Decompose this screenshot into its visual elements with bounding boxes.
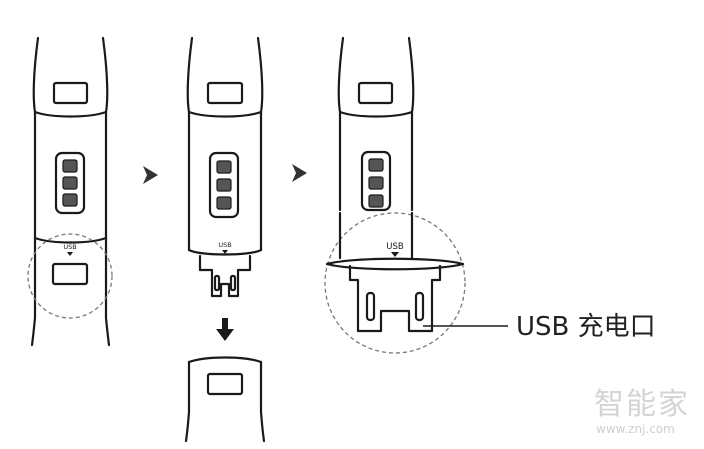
band-2-usb-tag: USB [218,241,231,249]
band-2-usb-connector [198,254,252,298]
band-3-button-mid [368,176,384,190]
watermark-url: www.znj.com [596,422,675,436]
band-3-body [338,110,414,212]
right-arrow-icon [292,164,307,182]
band-3-button-top [368,158,384,172]
zoom-usb-marker-icon [391,252,399,257]
band-1-body [33,110,108,240]
band-2-button-frame [208,151,240,219]
band-1-lower-strap-left [30,236,37,347]
detached-strap [184,356,266,443]
band-3-buttons [368,158,384,208]
zoom-circle [324,212,466,354]
band-2-core-bottom [187,248,263,256]
band-3-strap-right [407,36,415,114]
band-1 [30,36,111,347]
band-1-top-slot [52,81,89,105]
band-2 [186,36,264,298]
band-1-button-bottom [62,193,78,207]
band-2-button-mid [216,178,232,192]
band-1-usb-marker-icon [67,252,73,256]
zoom-detail: USB [324,211,466,354]
band-2-top-slot [206,81,244,105]
detached-strap-left [184,360,191,443]
band-1-usb-tag: USB [63,243,76,251]
band-3-button-frame [360,150,392,212]
zoom-seam-inner [325,262,465,271]
band-1-bottom-slot [51,262,89,286]
band-1-button-frame [54,151,86,215]
band-1-button-mid [62,176,78,190]
detached-strap-slot [206,372,244,396]
band-1-buttons [62,159,78,207]
band-1-seam [33,236,108,244]
watermark: 智能家 www.znj.com [594,387,690,436]
zoom-usb-tag: USB [386,242,404,252]
callout-label: USB 充电口 [516,312,656,342]
zoom-pin-left [365,291,376,322]
detached-strap-right [259,360,266,443]
down-arrow-icon [216,318,234,341]
band-2-buttons [216,160,232,210]
band-2-pin-right [229,274,237,292]
band-2-body [187,110,263,252]
watermark-brand: 智能家 [594,387,690,422]
right-arrow-icon [143,166,158,184]
band-2-button-top [216,160,232,174]
band-1-lower-strap-right [104,236,111,347]
band-2-strap-left [186,36,194,114]
band-1-strap-right [101,36,109,114]
band-2-pin-left [213,274,221,292]
zoom-seam [325,257,465,266]
band-2-strap-right [256,36,264,114]
band-1-button-top [62,159,78,173]
band-3 [337,36,415,212]
band-2-button-bottom [216,196,232,210]
band-1-strap-left [32,36,40,114]
detached-strap-top [187,356,263,364]
band-2-usb-marker-icon [222,250,228,254]
zoom-usb-connector [348,264,442,333]
band-3-strap-left [337,36,345,114]
band-1-highlight-circle [27,233,113,319]
band-3-button-bottom [368,194,384,208]
zoom-pin-right [414,291,425,322]
band-3-top-slot [357,81,394,105]
